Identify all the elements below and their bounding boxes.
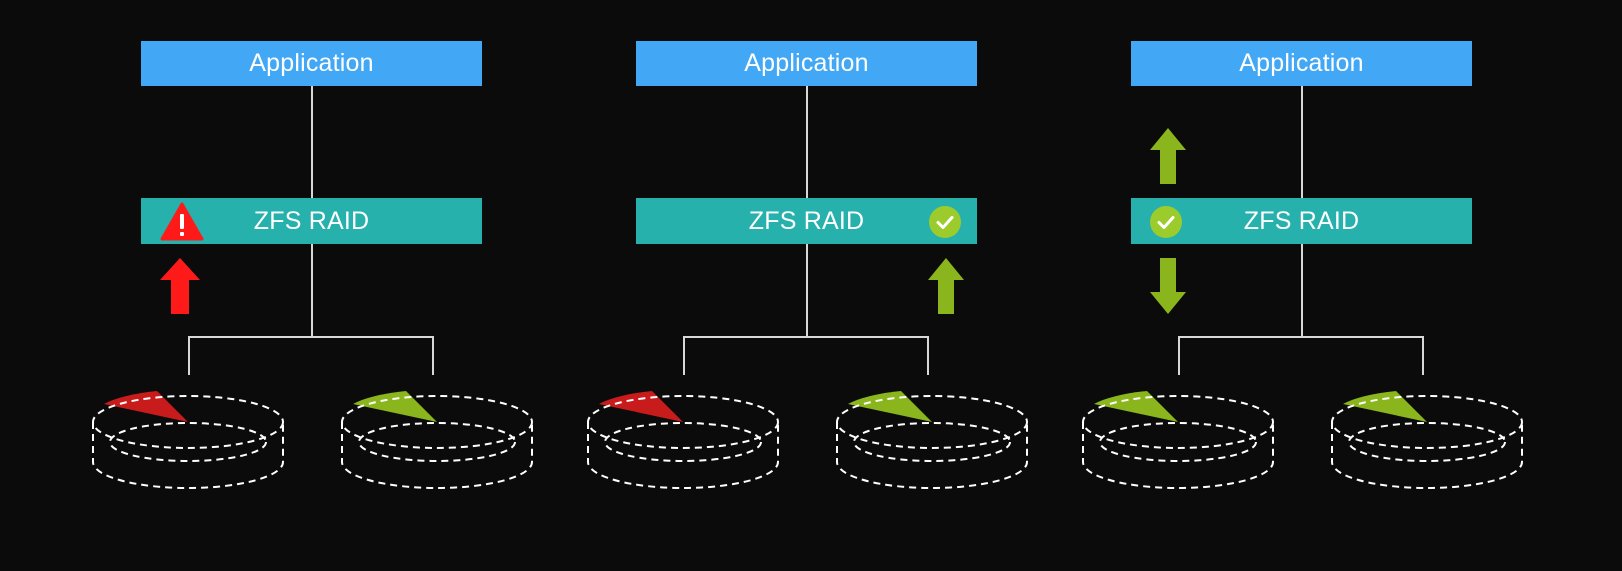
zfs-raid-box: ZFS RAID <box>636 198 977 244</box>
arrow-down-icon <box>1150 258 1186 314</box>
disk-left <box>92 391 284 489</box>
arrow-up-icon <box>928 258 964 314</box>
application-label: Application <box>744 49 869 77</box>
application-label: Application <box>249 49 374 77</box>
zfs-raid-label: ZFS RAID <box>748 206 865 235</box>
zfs-raid-label: ZFS RAID <box>1243 206 1360 235</box>
application-box: Application <box>636 41 977 86</box>
disk-left <box>587 391 779 489</box>
application-label: Application <box>1239 49 1364 77</box>
zfs-raid-label: ZFS RAID <box>253 206 370 235</box>
disk-right <box>836 391 1028 489</box>
arrow-up-icon <box>160 258 200 314</box>
disk-left <box>1082 391 1274 489</box>
zfs-raid-box: ZFS RAID <box>1131 198 1472 244</box>
arrow-up-icon <box>1150 128 1186 184</box>
check-circle-icon <box>1150 206 1182 238</box>
application-box: Application <box>141 41 482 86</box>
disk-right <box>341 391 533 489</box>
disk-right <box>1331 391 1523 489</box>
application-box: Application <box>1131 41 1472 86</box>
warning-triangle-icon <box>160 202 204 241</box>
check-circle-icon <box>929 206 961 238</box>
